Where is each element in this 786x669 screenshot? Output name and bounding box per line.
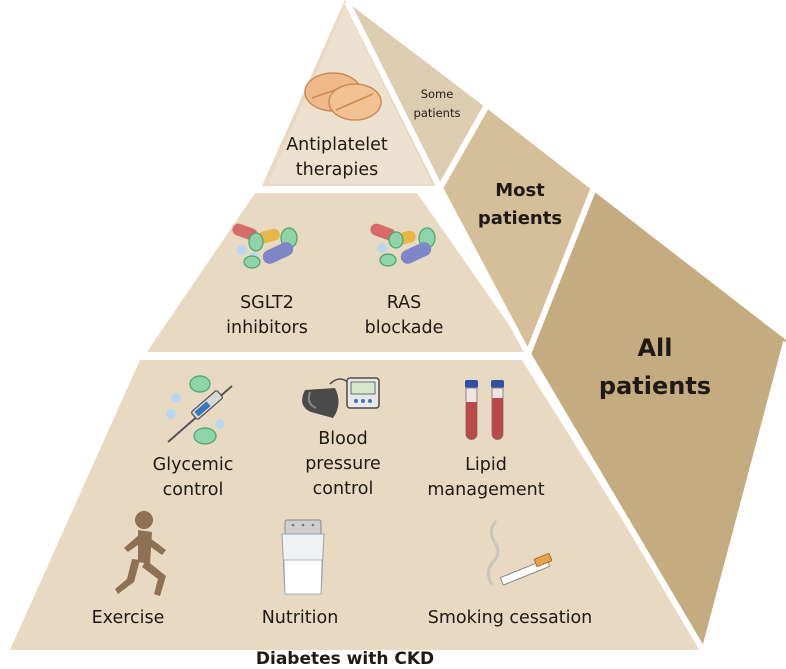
svg-text:inhibitors: inhibitors: [226, 318, 308, 338]
svg-text:patients: patients: [599, 372, 711, 400]
svg-text:blockade: blockade: [365, 318, 444, 338]
svg-text:patients: patients: [414, 106, 461, 120]
svg-text:Glycemic: Glycemic: [153, 455, 234, 475]
svg-text:Lipid: Lipid: [465, 455, 507, 475]
diagram-caption: Diabetes with CKD: [256, 649, 434, 669]
tablets-icon: [304, 72, 382, 121]
side-tier-some: [347, 2, 485, 186]
pyramid-side-face: [347, 2, 786, 650]
glycemic-label: Glycemic control: [153, 455, 234, 500]
side-tier-most: [440, 107, 592, 352]
blood-pressure-label: Blood pressure control: [305, 429, 381, 499]
all-patients-label: All patients: [599, 334, 711, 400]
pills-icon: [370, 223, 436, 267]
svg-text:Blood: Blood: [318, 429, 367, 449]
svg-text:control: control: [313, 479, 374, 499]
most-patients-label: Most patients: [478, 180, 562, 229]
svg-text:SGLT2: SGLT2: [240, 293, 294, 313]
syringe-icon: [166, 375, 233, 445]
svg-text:RAS: RAS: [387, 293, 422, 313]
exercise-label: Exercise: [92, 608, 165, 628]
ras-label: RAS blockade: [365, 293, 444, 338]
runner-icon: [115, 511, 166, 596]
svg-text:pressure: pressure: [305, 454, 381, 474]
svg-text:All: All: [637, 334, 672, 362]
pills-icon: [232, 223, 298, 269]
svg-text:therapies: therapies: [296, 160, 379, 180]
smoking-cessation-label: Smoking cessation: [428, 608, 593, 628]
cigarette-icon: [487, 520, 553, 586]
svg-text:Antiplatelet: Antiplatelet: [286, 135, 388, 155]
salt-shaker-icon: [281, 519, 325, 595]
tier-bottom: [10, 360, 704, 650]
svg-text:patients: patients: [478, 208, 562, 229]
nutrition-label: Nutrition: [262, 608, 339, 628]
lipid-label: Lipid management: [427, 455, 544, 500]
some-patients-label: Some patients: [414, 87, 461, 120]
svg-text:Most: Most: [495, 180, 545, 201]
antiplatelet-label: Antiplatelet therapies: [286, 135, 388, 180]
sglt2-label: SGLT2 inhibitors: [226, 293, 308, 338]
pyramid-edges: [143, 0, 786, 654]
svg-text:management: management: [427, 480, 544, 500]
side-tier-all: [528, 190, 786, 650]
svg-text:Some: Some: [421, 87, 454, 101]
test-tubes-icon: [465, 380, 504, 440]
svg-text:control: control: [163, 480, 224, 500]
blood-pressure-monitor-icon: [302, 377, 380, 418]
